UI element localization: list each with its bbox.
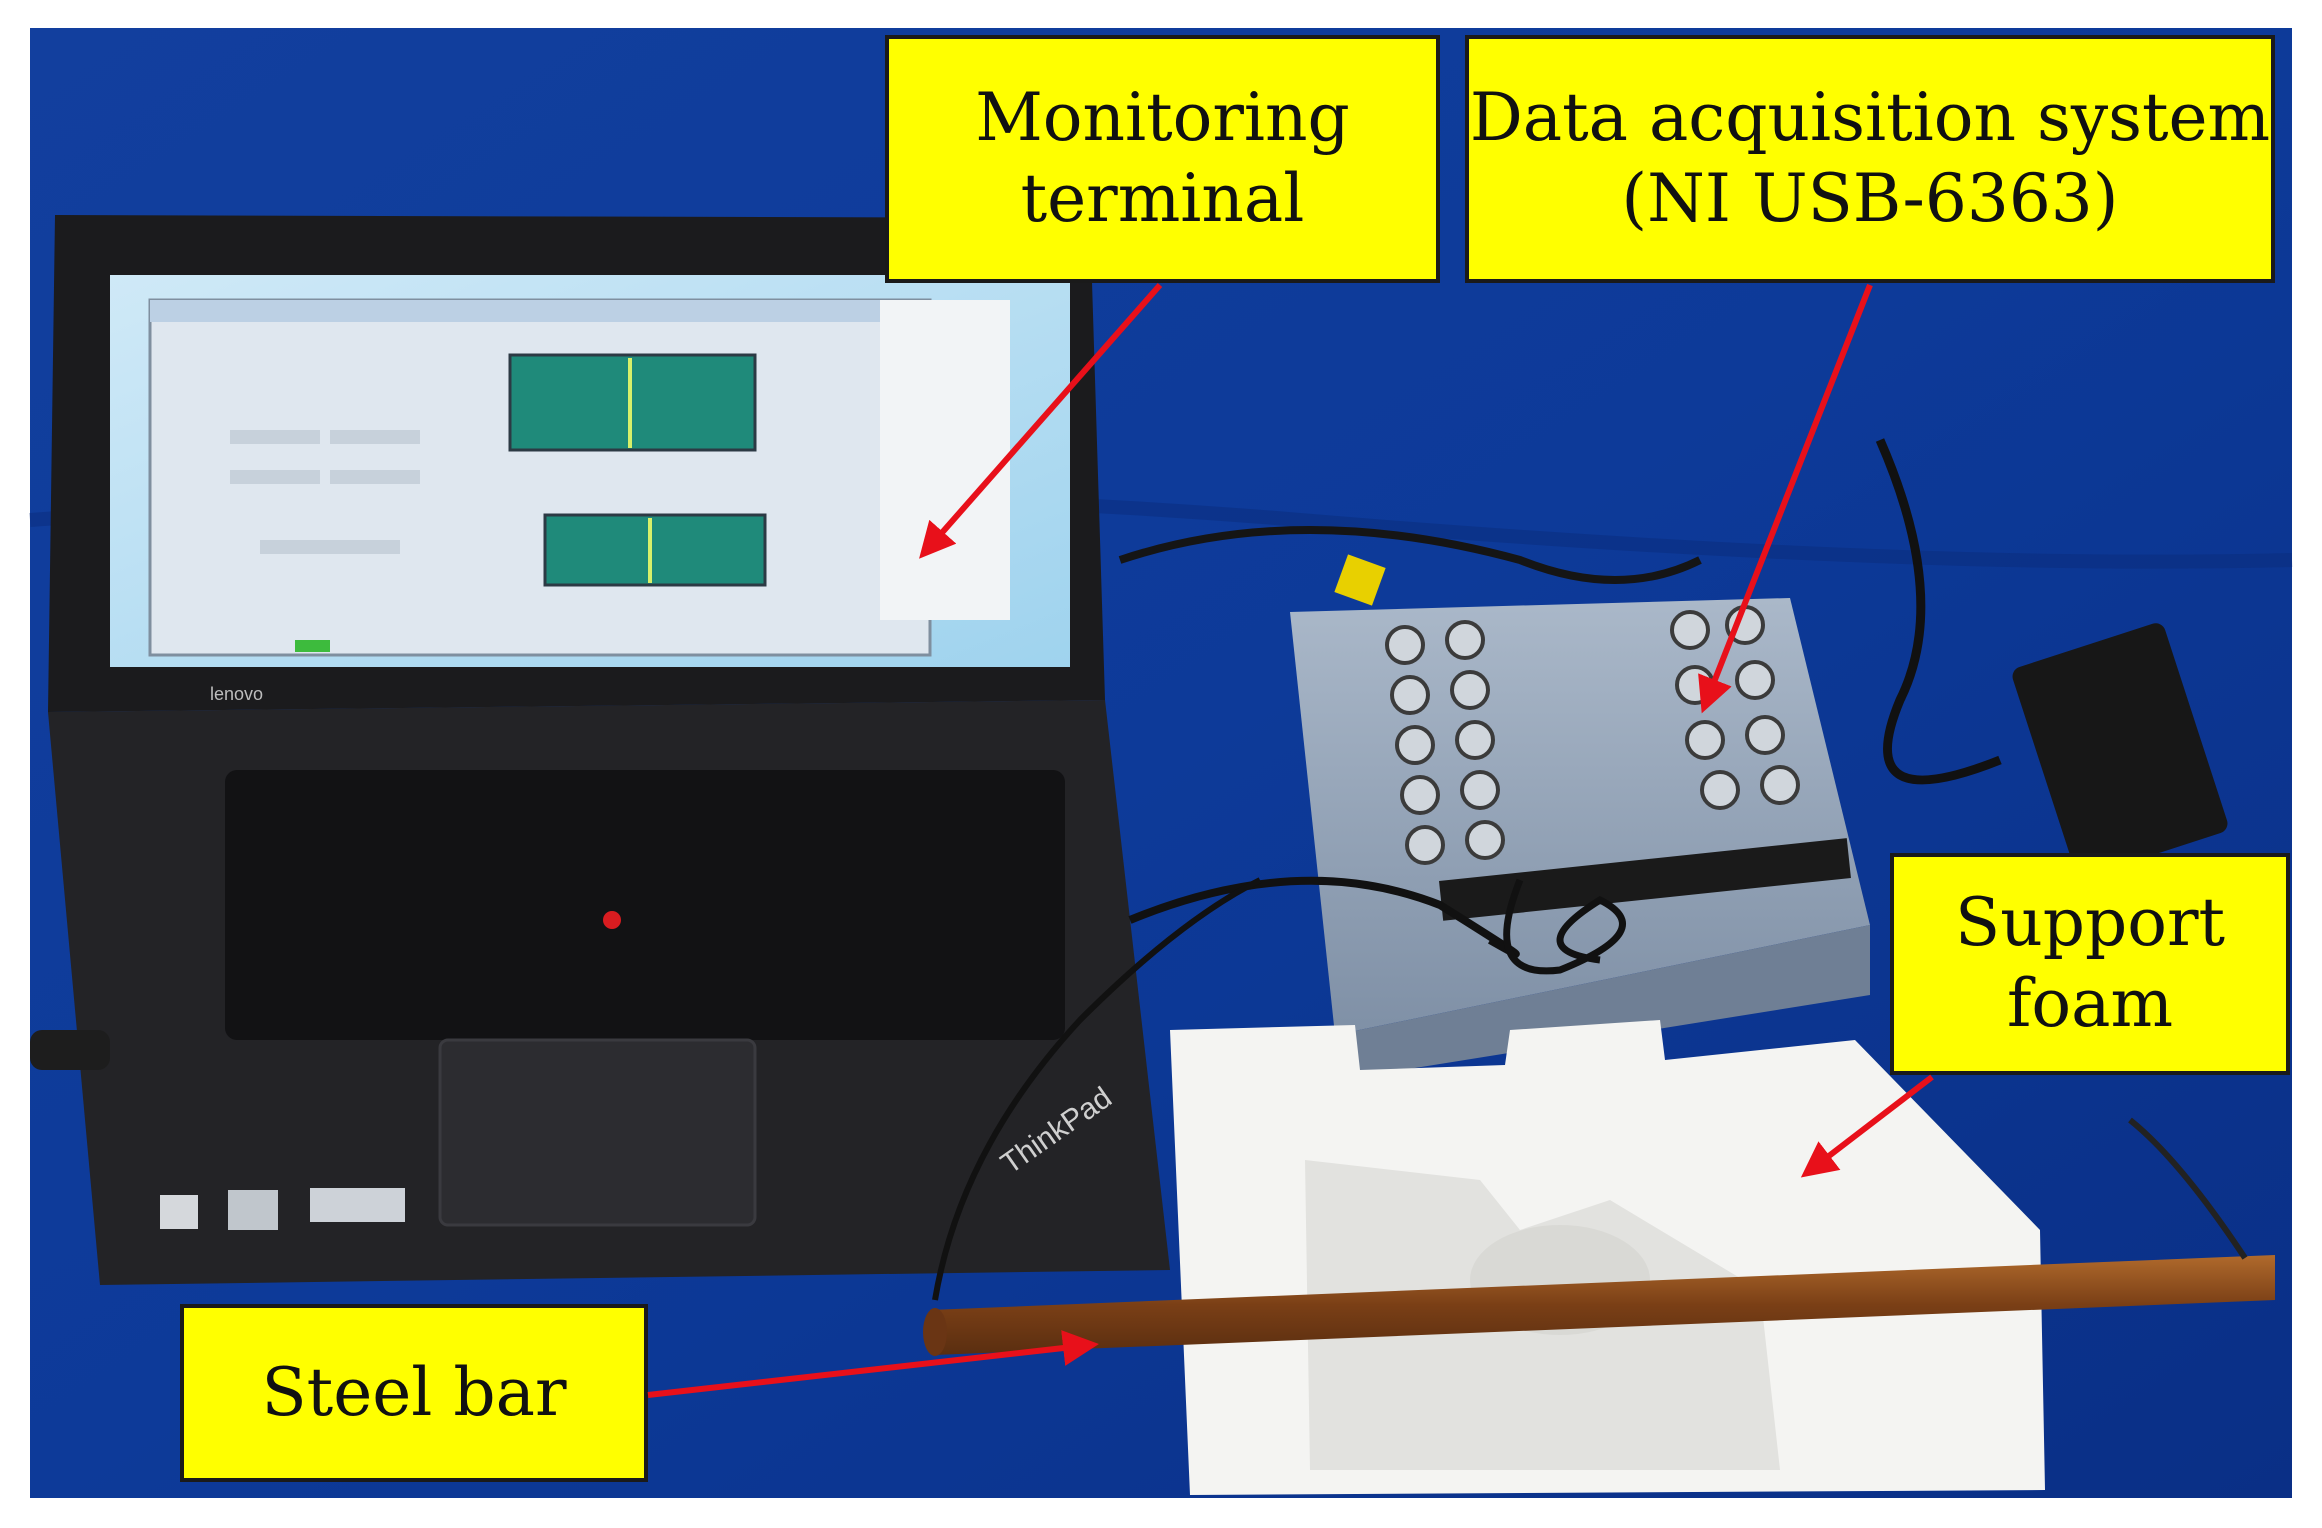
control-field [260, 540, 400, 554]
intel-sticker [228, 1190, 278, 1230]
yellow-tag [1334, 554, 1386, 606]
control-field [230, 470, 320, 484]
monitoring-terminal-label: Monitoring terminal [885, 35, 1440, 283]
control-field [230, 430, 320, 444]
support-foam-label: Support foam [1890, 853, 2290, 1075]
touchpad [438, 1038, 757, 1227]
support-foam-line-2: foam [2006, 965, 2174, 1042]
sensor-wire [932, 877, 1262, 1301]
status-indicator [295, 640, 330, 652]
left-cable-end [30, 1030, 110, 1070]
signal-plot-top [508, 353, 757, 452]
support-foam-line-1: Support [1954, 884, 2226, 962]
signal-plot-bottom [543, 513, 767, 587]
steel-bar-end [923, 1308, 947, 1356]
steel-bar-label: Steel bar [180, 1304, 648, 1482]
laptop: ThinkPad lenovo [48, 215, 1170, 1285]
daq-device [1290, 598, 1870, 1080]
power-adapter [2012, 623, 2228, 877]
software-titlebar [150, 300, 930, 322]
power-cable [1875, 438, 2002, 785]
control-field [330, 470, 420, 484]
steel-bar-body [930, 1255, 2275, 1355]
monitoring-terminal-line-1: Monitoring [975, 79, 1350, 157]
cable-bundle [1118, 526, 1702, 584]
terminal-strip [1439, 838, 1851, 921]
sensor-cable [1503, 878, 1626, 975]
data-acquisition-label: Data acquisition system (NI USB-6363) [1465, 35, 2275, 283]
control-field [330, 430, 420, 444]
daq-side [1335, 925, 1870, 1080]
side-panel [880, 300, 1010, 620]
end-wire [2128, 1117, 2248, 1260]
windows-sticker [160, 1195, 198, 1229]
sticker [310, 1188, 405, 1222]
keyboard [225, 770, 1065, 1040]
monitoring-terminal-line-2: terminal [1020, 160, 1305, 237]
usb-cable [1128, 876, 1520, 958]
data-acquisition-line-1: Data acquisition system [1469, 79, 2271, 157]
steel-bar-text: Steel bar [261, 1353, 567, 1431]
data-acquisition-line-2: (NI USB-6363) [1621, 160, 2119, 237]
trackpoint [603, 911, 621, 929]
lenovo-logo: lenovo [210, 684, 263, 704]
